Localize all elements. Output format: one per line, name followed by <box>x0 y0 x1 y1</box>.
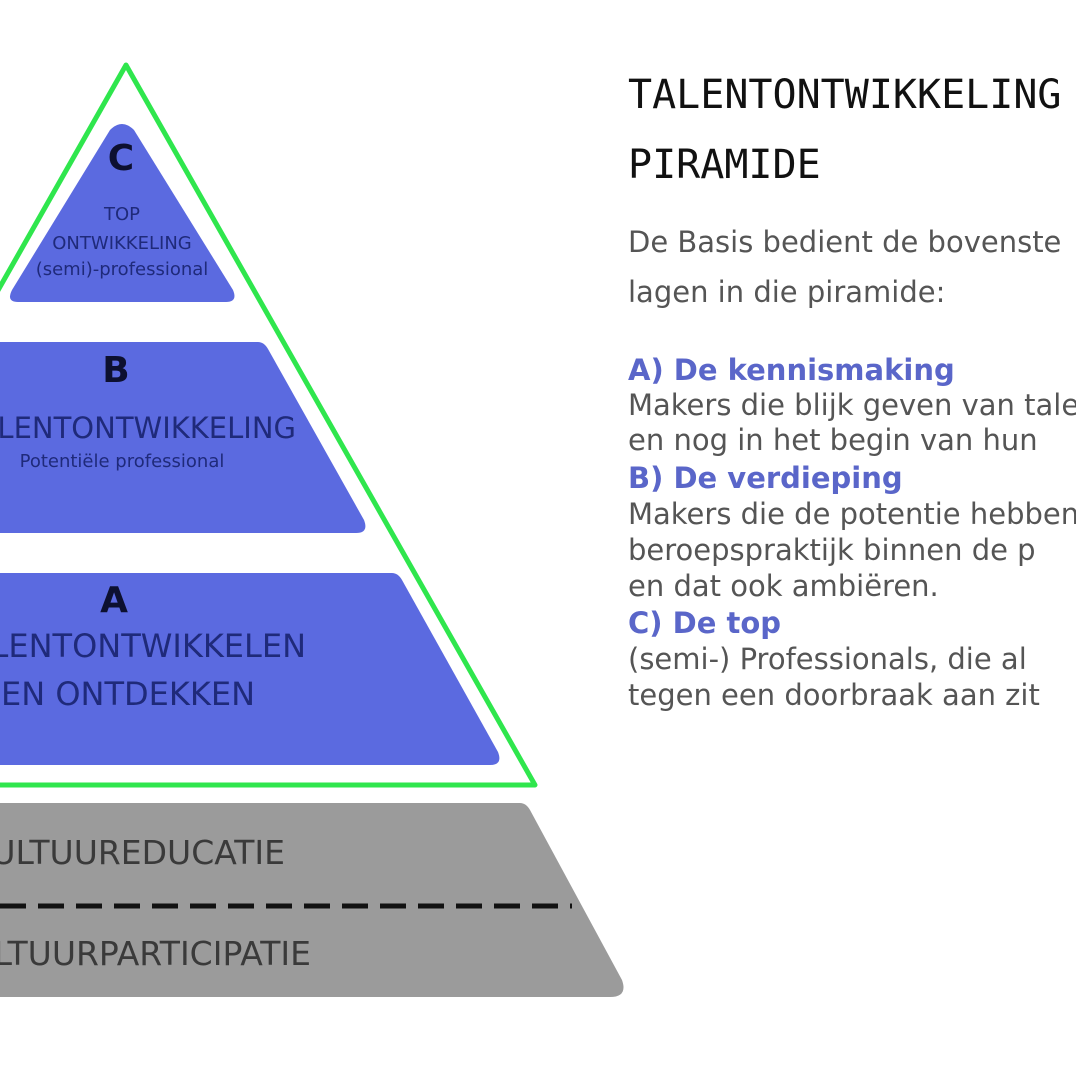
layer-a-line2: EN ONTDEKKEN <box>1 675 255 713</box>
section-c-line: (semi-) Professionals, die al <box>628 642 1027 676</box>
intro-line2: lagen in die piramide: <box>628 275 945 309</box>
layer-c <box>10 124 235 302</box>
layer-c-line2: ONTWIKKELING <box>52 233 191 254</box>
layer-b-line2: Potentiële professional <box>20 451 225 472</box>
title-line2: PIRAMIDE <box>628 142 821 188</box>
section-a-line: Makers die blijk geven van talent <box>628 388 1076 422</box>
base-bottom-label: CULTUURPARTICIPATIE <box>0 934 311 973</box>
talent-outline-triangle <box>0 62 538 788</box>
layer-c-line3: (semi)-professional <box>36 259 209 280</box>
intro-line1: De Basis bedient de bovenste <box>628 225 1061 259</box>
layer-a-letter: A <box>100 580 128 621</box>
layer-b-letter: B <box>102 350 129 391</box>
layer-c-line1: TOP <box>103 204 140 225</box>
layer-a <box>0 573 500 765</box>
section-a-line: en nog in het begin van hun <box>628 423 1038 457</box>
layer-c-letter: C <box>108 138 134 179</box>
section-c-line: tegen een doorbraak aan zit <box>628 678 1040 712</box>
layer-a-line1: TALENTONTWIKKELEN <box>0 627 306 665</box>
section-c-heading: C) De top <box>628 606 781 640</box>
layer-b-line1: TALENTONTWIKKELING <box>0 411 296 445</box>
base-layer <box>0 803 624 997</box>
title-line1: TALENTONTWIKKELING <box>628 72 1061 118</box>
section-a-heading: A) De kennismaking <box>628 353 955 387</box>
base-top-label: CULTUUREDUCATIE <box>0 833 285 872</box>
layer-b <box>0 342 366 533</box>
section-b-line: en dat ook ambiëren. <box>628 569 939 603</box>
section-b-line: Makers die de potentie hebben <box>628 497 1076 531</box>
section-b-line: beroepspraktijk binnen de p <box>628 533 1036 567</box>
section-b-heading: B) De verdieping <box>628 461 903 495</box>
